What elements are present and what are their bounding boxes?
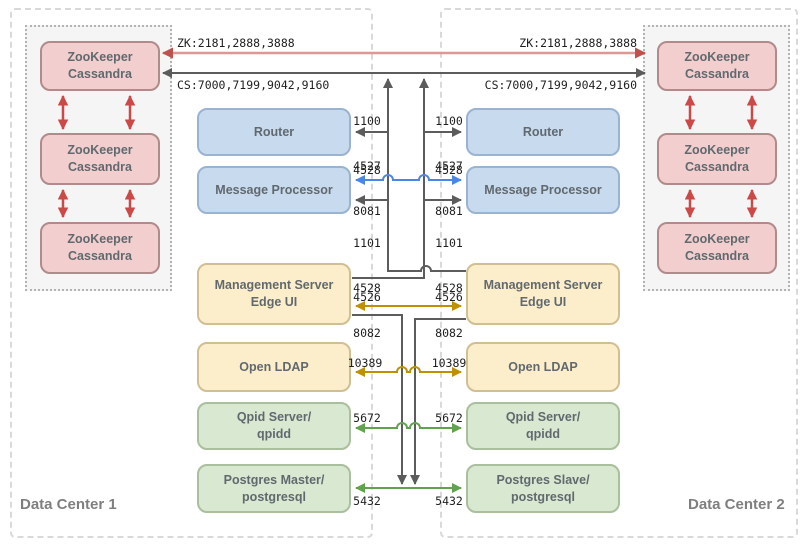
qpid-port-right: 5672	[435, 411, 463, 425]
ms-port-left: 4526	[353, 290, 381, 304]
router-node-dc1: Router	[197, 108, 351, 156]
node-label: ZooKeeper	[684, 232, 750, 247]
mp-peer-port-right: 4528	[435, 163, 463, 177]
node-label: Postgres Master/	[223, 472, 325, 487]
node-label: Edge UI	[519, 295, 567, 309]
datacenter-2-frame	[440, 8, 798, 538]
postgres-slave-node-dc2: Postgres Slave/ postgresql	[466, 464, 620, 513]
ldap-port-right: 10389	[431, 356, 467, 370]
router-node-dc2: Router	[466, 108, 620, 156]
qpid-node-dc2: Qpid Server/ qpidd	[466, 402, 620, 450]
zk-ports-label-left: ZK:2181,2888,3888	[177, 36, 295, 50]
zookeeper-node-dc1-2: ZooKeeper Cassandra	[40, 133, 160, 185]
management-server-node-dc1: Management Server Edge UI	[197, 263, 351, 325]
node-label: postgresql	[242, 489, 306, 504]
node-label: Postgres Slave/	[496, 472, 590, 487]
node-label: ZooKeeper	[67, 143, 133, 158]
datacenter-2-label: Data Center 2	[688, 496, 785, 513]
node-label: Edge UI	[250, 295, 298, 309]
node-label: Cassandra	[685, 249, 749, 263]
node-label: Qpid Server/	[236, 410, 312, 425]
datacenter-1-label: Data Center 1	[20, 496, 117, 513]
mp-ports-right: 1101 4528 8082	[435, 236, 463, 340]
node-label: Router	[522, 124, 564, 139]
cs-ports-label-right: CS:7000,7199,9042,9160	[484, 78, 637, 92]
node-label: ZooKeeper	[67, 232, 133, 247]
node-label: qpidd	[256, 427, 291, 441]
message-processor-node-dc1: Message Processor	[197, 166, 351, 214]
zookeeper-node-dc2-2: ZooKeeper Cassandra	[657, 133, 777, 185]
router-ports-right: 1100 4527 8081	[435, 114, 463, 218]
node-label: ZooKeeper	[67, 50, 133, 65]
node-label: Router	[253, 124, 295, 139]
zookeeper-node-dc1-3: ZooKeeper Cassandra	[40, 222, 160, 274]
mp-peer-port-left: 4528	[353, 163, 381, 177]
postgres-port-left: 5432	[353, 494, 381, 508]
qpid-node-dc1: Qpid Server/ qpidd	[197, 402, 351, 450]
router-ports-left: 1100 4527 8081	[353, 114, 381, 218]
node-label: Management Server	[214, 278, 334, 293]
ldap-port-left: 10389	[347, 356, 383, 370]
node-label: Cassandra	[685, 67, 749, 81]
ms-port-right: 4526	[435, 290, 463, 304]
node-label: Message Processor	[215, 182, 333, 197]
node-label: Management Server	[483, 278, 603, 293]
node-label: Open LDAP	[239, 359, 309, 374]
zk-ports-label-right: ZK:2181,2888,3888	[519, 36, 637, 50]
node-label: Open LDAP	[508, 359, 578, 374]
node-label: Cassandra	[68, 160, 132, 174]
open-ldap-node-dc1: Open LDAP	[197, 342, 351, 392]
node-label: postgresql	[511, 489, 575, 504]
cs-ports-label-left: CS:7000,7199,9042,9160	[177, 78, 330, 92]
postgres-port-right: 5432	[435, 494, 463, 508]
zookeeper-node-dc2-1: ZooKeeper Cassandra	[657, 41, 777, 91]
mp-ports-left: 1101 4528 8082	[353, 236, 381, 340]
zookeeper-node-dc2-3: ZooKeeper Cassandra	[657, 222, 777, 274]
node-label: ZooKeeper	[684, 50, 750, 65]
open-ldap-node-dc2: Open LDAP	[466, 342, 620, 392]
node-label: Qpid Server/	[505, 410, 581, 425]
node-label: Cassandra	[685, 160, 749, 174]
node-label: ZooKeeper	[684, 143, 750, 158]
postgres-master-node-dc1: Postgres Master/ postgresql	[197, 464, 351, 513]
node-label: Cassandra	[68, 249, 132, 263]
zookeeper-node-dc1-1: ZooKeeper Cassandra	[40, 41, 160, 91]
node-label: Message Processor	[484, 182, 602, 197]
node-label: qpidd	[525, 427, 560, 441]
node-label: Cassandra	[68, 67, 132, 81]
qpid-port-left: 5672	[353, 411, 381, 425]
message-processor-node-dc2: Message Processor	[466, 166, 620, 214]
management-server-node-dc2: Management Server Edge UI	[466, 263, 620, 325]
